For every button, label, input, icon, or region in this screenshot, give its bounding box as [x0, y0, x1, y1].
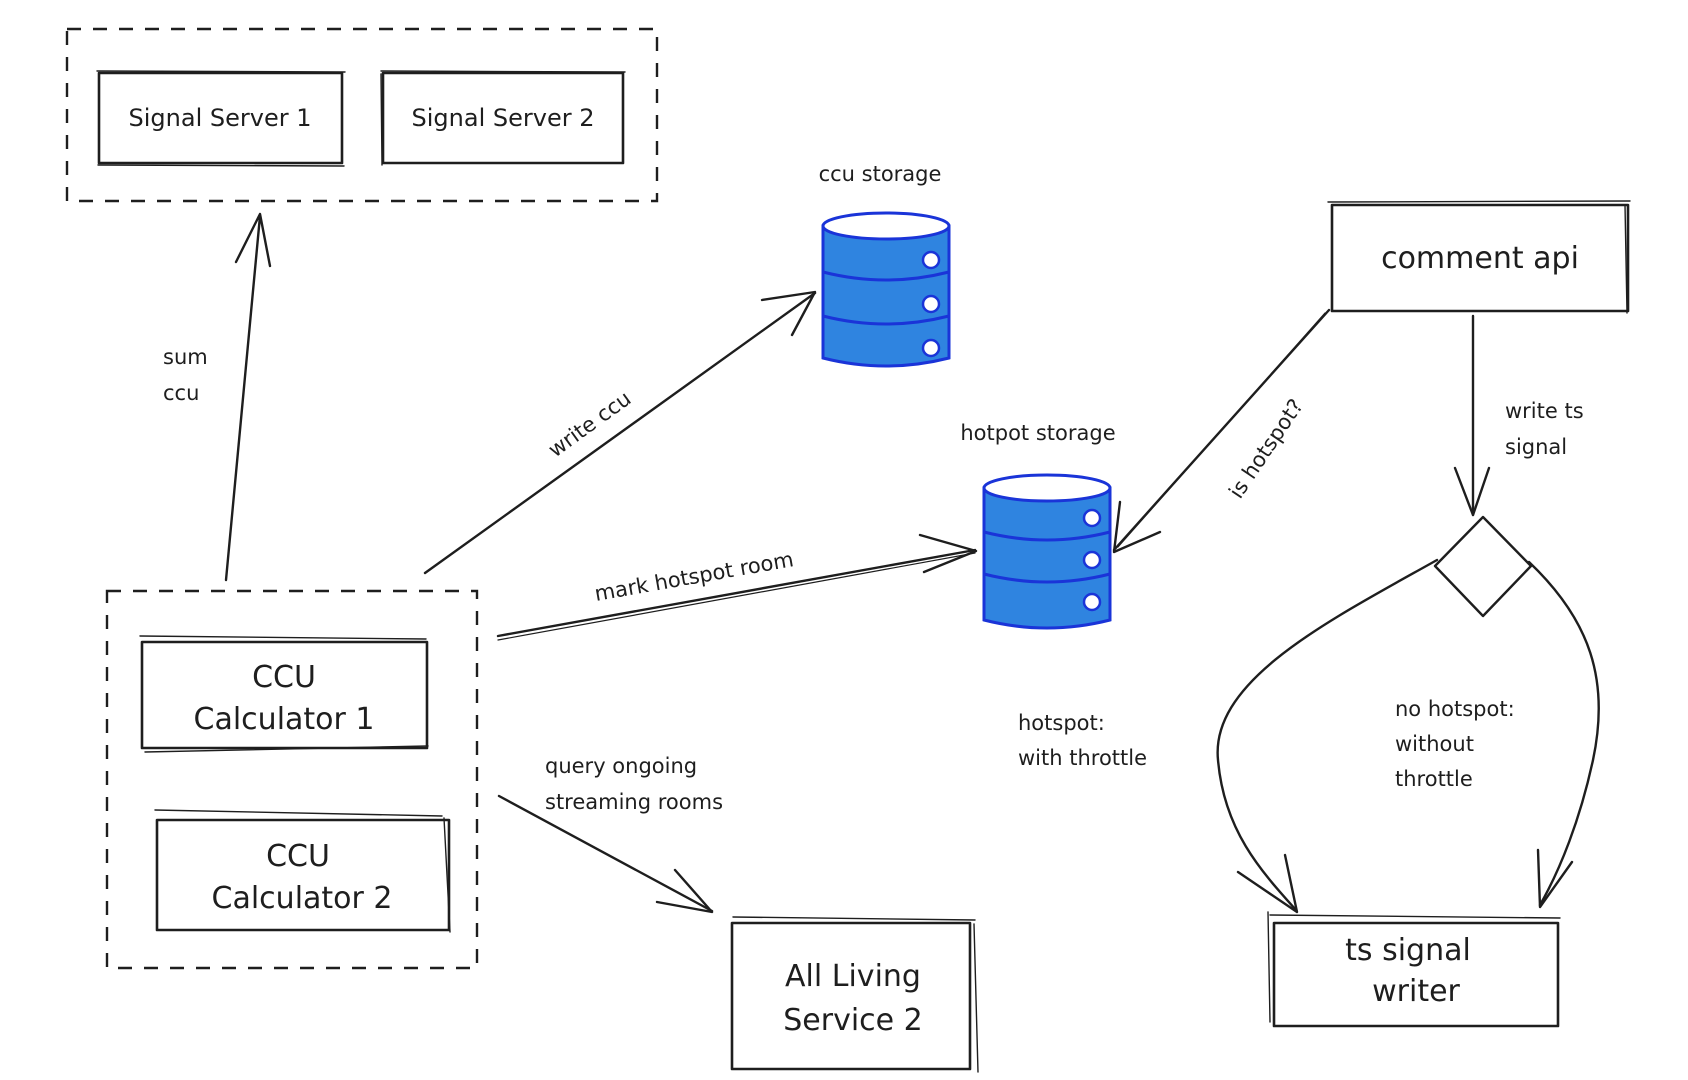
all-living-service[interactable]: All Living Service 2: [730, 916, 979, 1073]
is-hotspot-label: is hotspot?: [1224, 395, 1308, 503]
ts-signal-writer-line-1: ts signal: [1345, 933, 1471, 968]
comment-api-label: comment api: [1381, 241, 1579, 276]
signal-server-2[interactable]: Signal Server 2: [380, 70, 626, 166]
no-hotspot-branch-label-line-3: throttle: [1395, 767, 1473, 791]
ccu-calculator-2-line-2: Calculator 2: [212, 881, 393, 916]
query-rooms-label-line-1: query ongoing: [545, 754, 697, 778]
signal-server-group: [65, 27, 659, 203]
hotspot-branch-label-line-2: with throttle: [1018, 746, 1147, 770]
arrow-write-ts-signal: [1453, 314, 1491, 517]
signal-server-1-label: Signal Server 1: [129, 104, 312, 132]
ts-signal-writer-line-2: writer: [1372, 974, 1460, 1009]
write-ts-signal-label-line-2: signal: [1505, 435, 1567, 459]
arrow-mark-hotspot: [496, 533, 978, 641]
arrow-no-hotspot-branch: [1527, 560, 1600, 909]
query-rooms-label-line-2: streaming rooms: [545, 790, 723, 814]
hotpot-storage-database-icon[interactable]: [982, 473, 1112, 630]
signal-server-2-label: Signal Server 2: [412, 104, 595, 132]
ccu-calculator-1-line-2: Calculator 1: [194, 702, 375, 737]
no-hotspot-branch-label-line-2: without: [1395, 732, 1474, 756]
ccu-storage-label: ccu storage: [819, 162, 942, 186]
ccu-calculator-1-line-1: CCU: [252, 660, 316, 695]
mark-hotspot-room-label: mark hotspot room: [593, 547, 796, 606]
arrow-is-hotspot: [1112, 308, 1331, 554]
sum-ccu-label-line-2: ccu: [163, 381, 199, 405]
ccu-storage-database-icon[interactable]: [821, 211, 951, 368]
arrow-sum-ccu: [224, 212, 272, 582]
arrow-write-ccu: [423, 290, 817, 575]
ts-signal-writer[interactable]: ts signal writer: [1267, 911, 1561, 1028]
arrow-hotspot-branch: [1216, 558, 1439, 914]
signal-server-group-border: [65, 27, 659, 203]
ccu-calculator-2[interactable]: CCU Calculator 2: [154, 809, 451, 933]
decision-diamond-icon[interactable]: [1433, 515, 1533, 618]
ccu-calculator-group-border: [105, 589, 479, 970]
hotspot-branch-label-line-1: hotspot:: [1018, 711, 1105, 735]
ccu-calculator-1[interactable]: CCU Calculator 1: [139, 635, 429, 753]
write-ccu-label: write ccu: [544, 386, 636, 462]
sum-ccu-label-line-1: sum: [163, 345, 208, 369]
write-ts-signal-label-line-1: write ts: [1505, 399, 1584, 423]
no-hotspot-branch-label-line-1: no hotspot:: [1395, 697, 1515, 721]
comment-api[interactable]: comment api: [1327, 200, 1631, 314]
hotpot-storage-label: hotpot storage: [960, 421, 1115, 445]
signal-server-1[interactable]: Signal Server 1: [96, 70, 346, 167]
all-living-service-line-1: All Living: [785, 959, 921, 994]
ccu-calculator-group: [105, 589, 479, 970]
ccu-calculator-2-line-1: CCU: [266, 839, 330, 874]
arrow-query-rooms: [497, 794, 714, 914]
all-living-service-line-2: Service 2: [783, 1003, 923, 1038]
